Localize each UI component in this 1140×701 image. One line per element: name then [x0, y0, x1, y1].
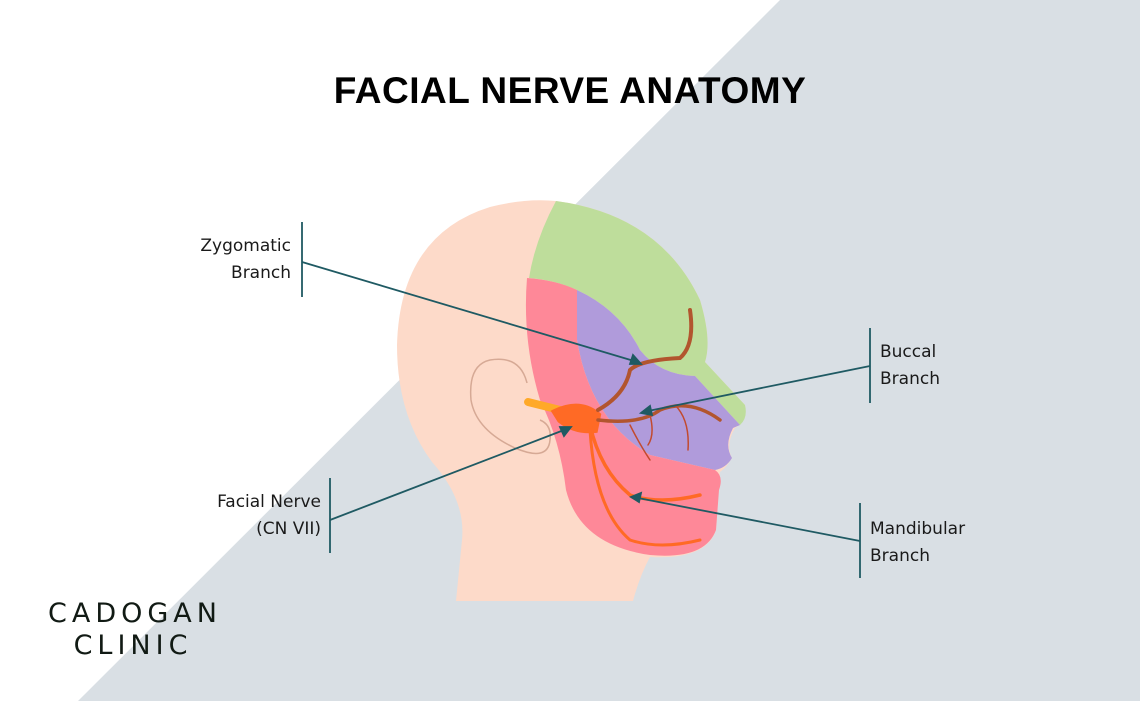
facial-pointer	[329, 429, 565, 521]
label-line: Branch	[231, 263, 291, 283]
label-mandibular-branch: Mandibular Branch	[870, 516, 965, 570]
label-zygomatic-branch: Zygomatic Branch	[150, 233, 291, 287]
zygomatic-pointer	[301, 261, 635, 362]
nerve-trunk	[550, 403, 602, 434]
label-line: (CN VII)	[256, 519, 321, 539]
buccal-pointer	[647, 365, 871, 412]
zygomatic-region	[529, 201, 746, 425]
label-line: Branch	[880, 369, 940, 389]
logo-line: CLINIC	[73, 630, 193, 661]
label-line: Buccal	[880, 342, 937, 362]
nerve-root	[524, 398, 564, 414]
mandibular-nerve	[588, 423, 702, 502]
leader-lines	[301, 222, 871, 578]
cadogan-clinic-logo: CADOGAN CLINIC	[48, 598, 218, 662]
label-line: Mandibular	[870, 519, 966, 539]
label-line: Facial Nerve	[217, 492, 321, 512]
buccal-nerve	[596, 404, 722, 423]
facial-arrowhead	[558, 426, 573, 438]
buccal-region	[577, 290, 740, 470]
label-buccal-branch: Buccal Branch	[880, 339, 940, 393]
buccal-twig	[629, 404, 689, 461]
zygomatic-nerve	[596, 308, 694, 412]
cervical-nerve	[588, 428, 702, 547]
mandibular-pointer	[637, 497, 861, 542]
zygomatic-arrowhead	[628, 353, 644, 365]
label-line: Zygomatic	[200, 236, 291, 256]
label-line: Branch	[870, 546, 930, 566]
mandibular-arrowhead	[629, 491, 643, 504]
page-title: FACIAL NERVE ANATOMY	[333, 70, 807, 111]
buccal-arrowhead	[638, 404, 654, 417]
mandibular-region	[525, 278, 721, 556]
label-facial-nerve: Facial Nerve (CN VII)	[140, 489, 321, 543]
facial-nerve	[524, 308, 722, 547]
logo-line: CADOGAN	[48, 598, 222, 629]
ear	[469, 358, 552, 455]
